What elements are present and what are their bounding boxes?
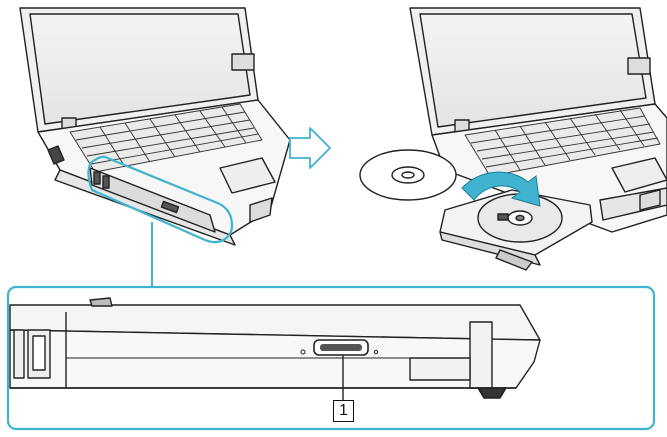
disc-icon (359, 149, 457, 201)
drive-closeup-illustration (9, 297, 541, 399)
optical-tray-icon (439, 189, 593, 271)
drive-highlight-outline (87, 155, 234, 244)
callout-1-label: 1 (333, 400, 354, 422)
laptop-left-icon (19, 7, 291, 246)
curved-arrow-icon (461, 171, 541, 207)
laptop-right-icon (409, 7, 667, 233)
arrow-right-icon (289, 127, 331, 169)
